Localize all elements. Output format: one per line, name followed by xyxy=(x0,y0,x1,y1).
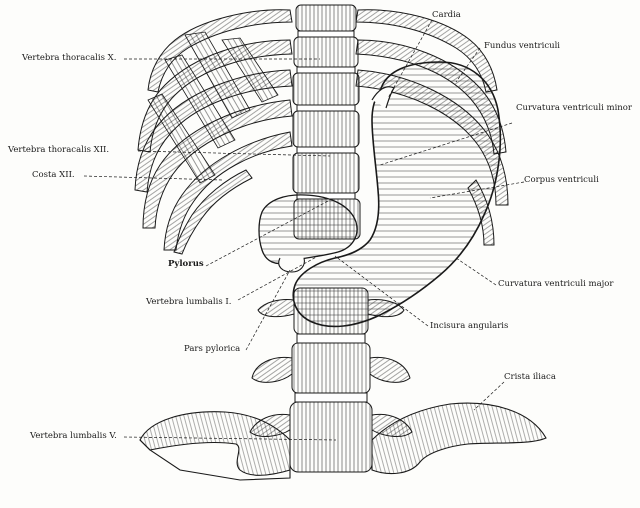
leader-fundus xyxy=(455,47,481,83)
leader-pylorus xyxy=(205,199,331,267)
costal-cartilage-left xyxy=(147,31,279,184)
leader-pars-pylorica xyxy=(245,269,291,351)
label-corpus-ventriculi: Corpus ventriculi xyxy=(524,175,599,185)
leader-corpus xyxy=(429,181,525,199)
label-crista-iliaca: Crista iliaca xyxy=(504,372,556,382)
leader-costa-xii xyxy=(83,175,223,181)
label-fundus-ventriculi: Fundus ventriculi xyxy=(484,41,561,51)
label-vertebra-lumbalis-v: Vertebra lumbalis V. xyxy=(30,431,117,441)
label-pars-pylorica: Pars pylorica xyxy=(184,344,241,354)
label-costa-xii: Costa XII. xyxy=(32,170,75,180)
label-vertebra-thoracalis-x: Vertebra thoracalis X. xyxy=(22,53,117,63)
leader-th-xii xyxy=(137,150,331,157)
label-cardia: Cardia xyxy=(432,10,461,20)
leader-curvatura-major xyxy=(455,257,497,286)
left-iliac-bone xyxy=(139,411,291,476)
label-pylorus: Pylorus xyxy=(168,259,204,269)
leader-incisura xyxy=(334,255,429,327)
pelvis xyxy=(139,402,547,481)
right-iliac-bone xyxy=(371,402,547,475)
label-vertebra-thoracalis-xii: Vertebra thoracalis XII. xyxy=(8,145,110,155)
label-incisura-angularis: Incisura angularis xyxy=(430,321,509,331)
leader-lumb-v xyxy=(123,436,337,441)
pyloric-region xyxy=(258,194,358,273)
label-curvatura-major: Curvatura ventriculi major xyxy=(498,279,614,289)
label-curvatura-minor: Curvatura ventriculi minor xyxy=(516,103,632,113)
stomach-outline xyxy=(292,61,502,328)
leader-curvatura-minor xyxy=(379,122,513,166)
leader-lumb-i xyxy=(237,254,321,301)
leader-lines xyxy=(83,19,525,441)
label-vertebra-lumbalis-i: Vertebra lumbalis I. xyxy=(146,297,232,307)
stomach xyxy=(292,61,502,328)
leader-crista xyxy=(473,381,505,411)
